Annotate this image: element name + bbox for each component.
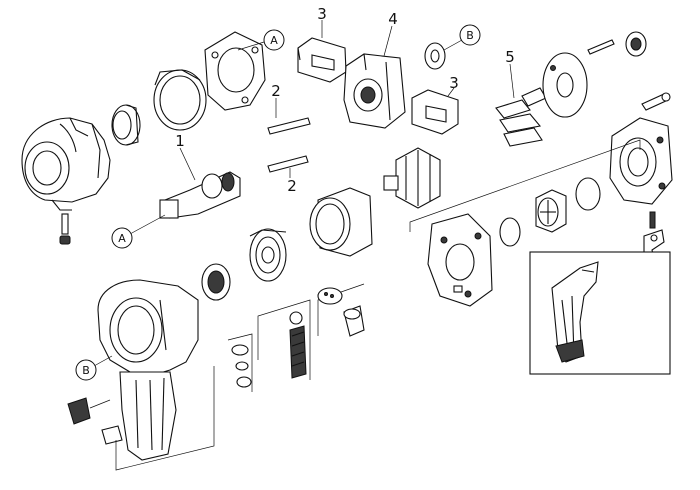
dowel-pin — [587, 39, 615, 55]
valve-seat — [317, 283, 365, 337]
part-number-5: 5 — [505, 48, 515, 66]
o-ring-large — [575, 177, 601, 211]
callout-b-top: B — [443, 24, 481, 51]
handle-label-plate — [101, 425, 123, 445]
bracket-line-bottom — [115, 366, 215, 471]
hammer-sleeve — [153, 69, 207, 131]
hammer-dog-top: 3 — [297, 5, 347, 83]
case-gasket — [204, 31, 266, 111]
front-bushing — [111, 104, 141, 146]
part-number-3-right: 3 — [449, 74, 459, 92]
part-number-3-top: 3 — [317, 5, 327, 23]
rotor — [383, 147, 441, 209]
valve-o-rings — [227, 333, 253, 392]
callout-a-top: A — [237, 29, 285, 51]
callout-a-left: A — [111, 214, 166, 249]
housing-screw — [641, 92, 671, 111]
anvil: 1 — [159, 132, 241, 219]
hammer-dog-right: 3 — [411, 74, 459, 135]
callout-b-top-label: B — [466, 29, 474, 42]
part-number-2-bottom: 2 — [287, 177, 297, 195]
trigger — [67, 397, 111, 425]
callout-b-left: B — [75, 355, 113, 381]
front-hammer-case — [21, 117, 111, 211]
hammer-cage: 4 — [343, 10, 406, 129]
rotor-vanes: 5 — [495, 48, 547, 147]
part-number-2-top: 2 — [271, 82, 281, 100]
throttle-valve-group — [257, 299, 311, 380]
main-housing — [97, 279, 199, 461]
callout-a-top-label: A — [270, 34, 278, 47]
bracket-line-right — [409, 139, 641, 232]
o-ring-small — [499, 217, 521, 247]
rear-housing-cover — [609, 117, 673, 205]
hammer-pin-top: 2 — [267, 82, 311, 135]
hammer-pin-bottom: 2 — [267, 155, 309, 195]
motor-bearing — [201, 263, 231, 301]
rear-bearing — [625, 31, 647, 57]
reverse-valve — [535, 189, 567, 233]
part-number-4: 4 — [388, 10, 398, 28]
part-number-1: 1 — [175, 132, 185, 150]
rear-end-plate — [542, 52, 588, 118]
rubber-grip — [551, 261, 599, 363]
callout-a-left-label: A — [118, 232, 126, 245]
motor-cylinder — [309, 187, 373, 257]
case-screw — [59, 213, 71, 245]
grip-inset-box — [529, 251, 671, 375]
front-bearing-plate — [249, 228, 287, 282]
rear-gasket — [427, 213, 493, 307]
thrust-washer — [424, 42, 446, 70]
callout-b-left-label: B — [82, 364, 90, 377]
